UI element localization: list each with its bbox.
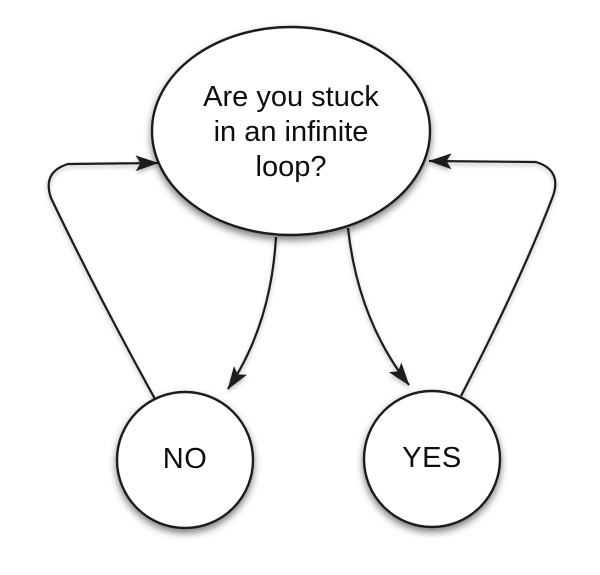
edge-question-to-yes: [346, 227, 410, 386]
nodes-layer: [115, 25, 502, 530]
question-label-line1: Are you stuck: [203, 81, 379, 113]
yes-node: [362, 389, 502, 529]
edge-question-to-no: [227, 236, 278, 390]
labels-layer: Are you stuck in an infinite loop? NO YE…: [163, 81, 462, 475]
no-label: NO: [163, 443, 208, 475]
edge-no-back-to-question: [47, 155, 159, 400]
edge-yes-back-to-question: [428, 153, 557, 397]
no-node: [115, 390, 255, 530]
question-node: [150, 25, 432, 237]
yes-label: YES: [402, 442, 462, 474]
question-label-line2: in an infinite: [214, 116, 369, 148]
edges-layer: [47, 153, 557, 400]
question-label-line3: loop?: [256, 151, 327, 183]
